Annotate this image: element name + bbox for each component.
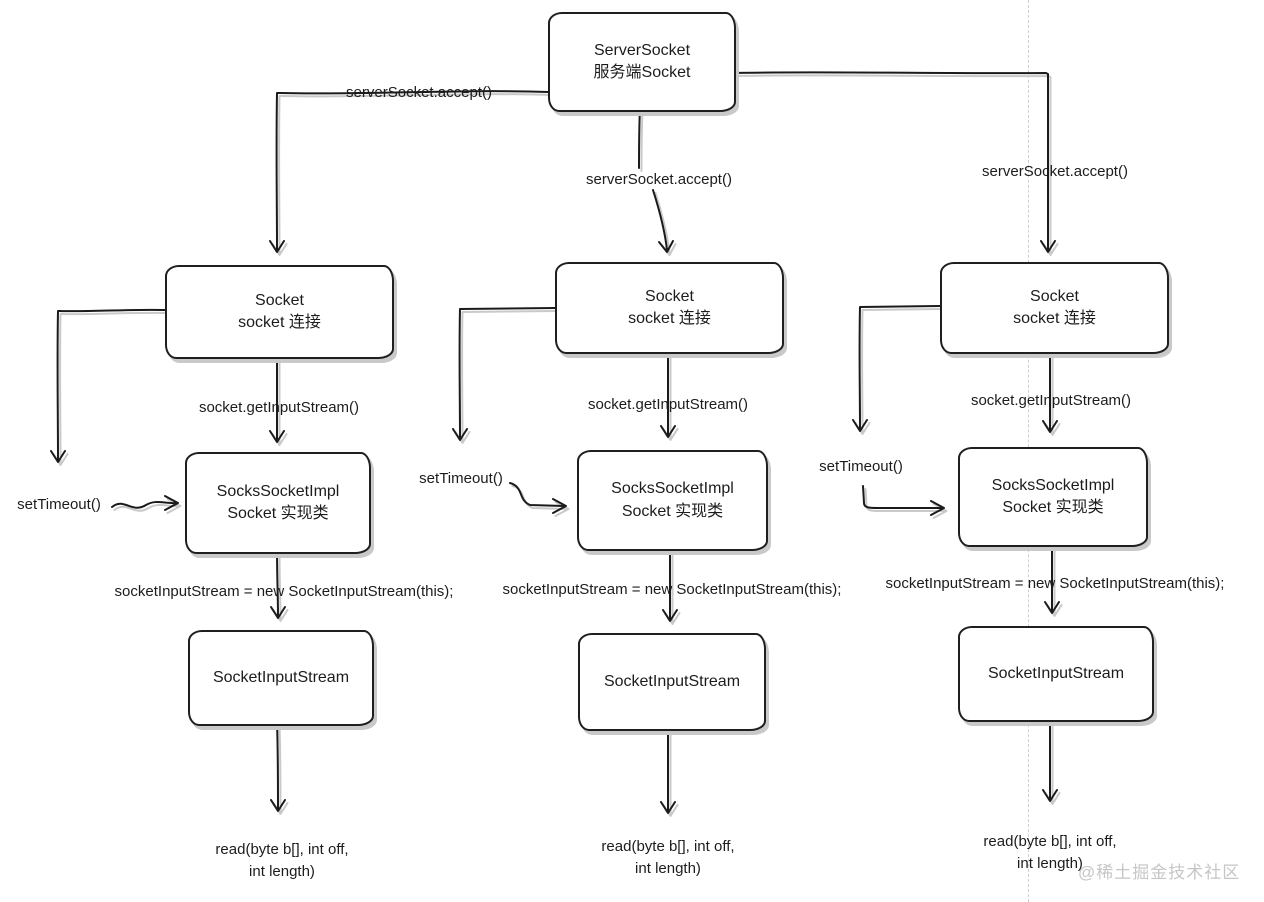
server-socket-node: ServerSocket 服务端Socket	[548, 12, 736, 112]
socks-socket-impl-node-left: SocksSocketImpl Socket 实现类	[185, 452, 371, 554]
sis-title: SocketInputStream	[603, 672, 741, 690]
socket-title: Socket	[645, 287, 694, 305]
socket-subtitle: socket 连接	[238, 314, 321, 331]
server-socket-title: ServerSocket	[593, 41, 691, 59]
read-line1: read(byte b[], int off,	[601, 838, 735, 855]
label-set-timeout-left: setTimeout()	[17, 496, 101, 513]
server-socket-subtitle: 服务端Socket	[593, 64, 691, 81]
socket-title: Socket	[1030, 287, 1079, 305]
label-read-left: read(byte b[], int off, int length)	[215, 839, 348, 883]
label-set-timeout-right: setTimeout()	[819, 458, 903, 475]
socket-input-stream-node-middle: SocketInputStream	[578, 633, 766, 731]
socket-node-left: Socket socket 连接	[165, 265, 394, 359]
label-set-timeout-middle: setTimeout()	[419, 470, 503, 487]
label-accept-middle: serverSocket.accept()	[586, 171, 732, 188]
impl-title: SocksSocketImpl	[991, 476, 1115, 494]
socket-subtitle: socket 连接	[1013, 310, 1096, 327]
label-accept-right: serverSocket.accept()	[982, 163, 1128, 180]
socks-socket-impl-node-middle: SocksSocketImpl Socket 实现类	[577, 450, 768, 551]
sis-title: SocketInputStream	[987, 664, 1125, 682]
label-read-middle: read(byte b[], int off, int length)	[601, 836, 734, 880]
impl-subtitle: Socket 实现类	[621, 502, 724, 520]
socket-subtitle: socket 连接	[628, 310, 711, 327]
impl-title: SocksSocketImpl	[216, 482, 340, 500]
impl-subtitle: Socket 实现类	[227, 505, 329, 522]
socket-input-stream-node-right: SocketInputStream	[958, 626, 1154, 722]
read-line2: int length)	[249, 862, 315, 880]
label-get-input-stream-right: socket.getInputStream()	[970, 392, 1132, 409]
impl-subtitle: Socket 实现类	[1002, 499, 1104, 516]
socket-input-stream-node-left: SocketInputStream	[188, 630, 374, 726]
socket-node-right: Socket socket 连接	[940, 262, 1169, 354]
label-get-input-stream-left: socket.getInputStream()	[198, 399, 360, 416]
label-read-right: read(byte b[], int off, int length)	[983, 831, 1116, 875]
socket-title: Socket	[255, 291, 304, 309]
sis-title: SocketInputStream	[212, 668, 350, 686]
label-new-input-stream-middle: socketInputStream = new SocketInputStrea…	[502, 581, 842, 598]
label-get-input-stream-middle: socket.getInputStream()	[587, 396, 749, 413]
label-accept-left: serverSocket.accept()	[346, 84, 492, 101]
read-line2: int length)	[1017, 854, 1083, 872]
label-new-input-stream-left: socketInputStream = new SocketInputStrea…	[114, 583, 454, 600]
read-line1: read(byte b[], int off,	[983, 833, 1117, 850]
read-line1: read(byte b[], int off,	[215, 841, 349, 858]
read-line2: int length)	[635, 859, 701, 877]
label-new-input-stream-right: socketInputStream = new SocketInputStrea…	[885, 575, 1225, 592]
socks-socket-impl-node-right: SocksSocketImpl Socket 实现类	[958, 447, 1148, 547]
impl-title: SocksSocketImpl	[611, 480, 734, 498]
socket-node-middle: Socket socket 连接	[555, 262, 784, 354]
watermark: @稀土掘金技术社区	[1078, 863, 1241, 882]
